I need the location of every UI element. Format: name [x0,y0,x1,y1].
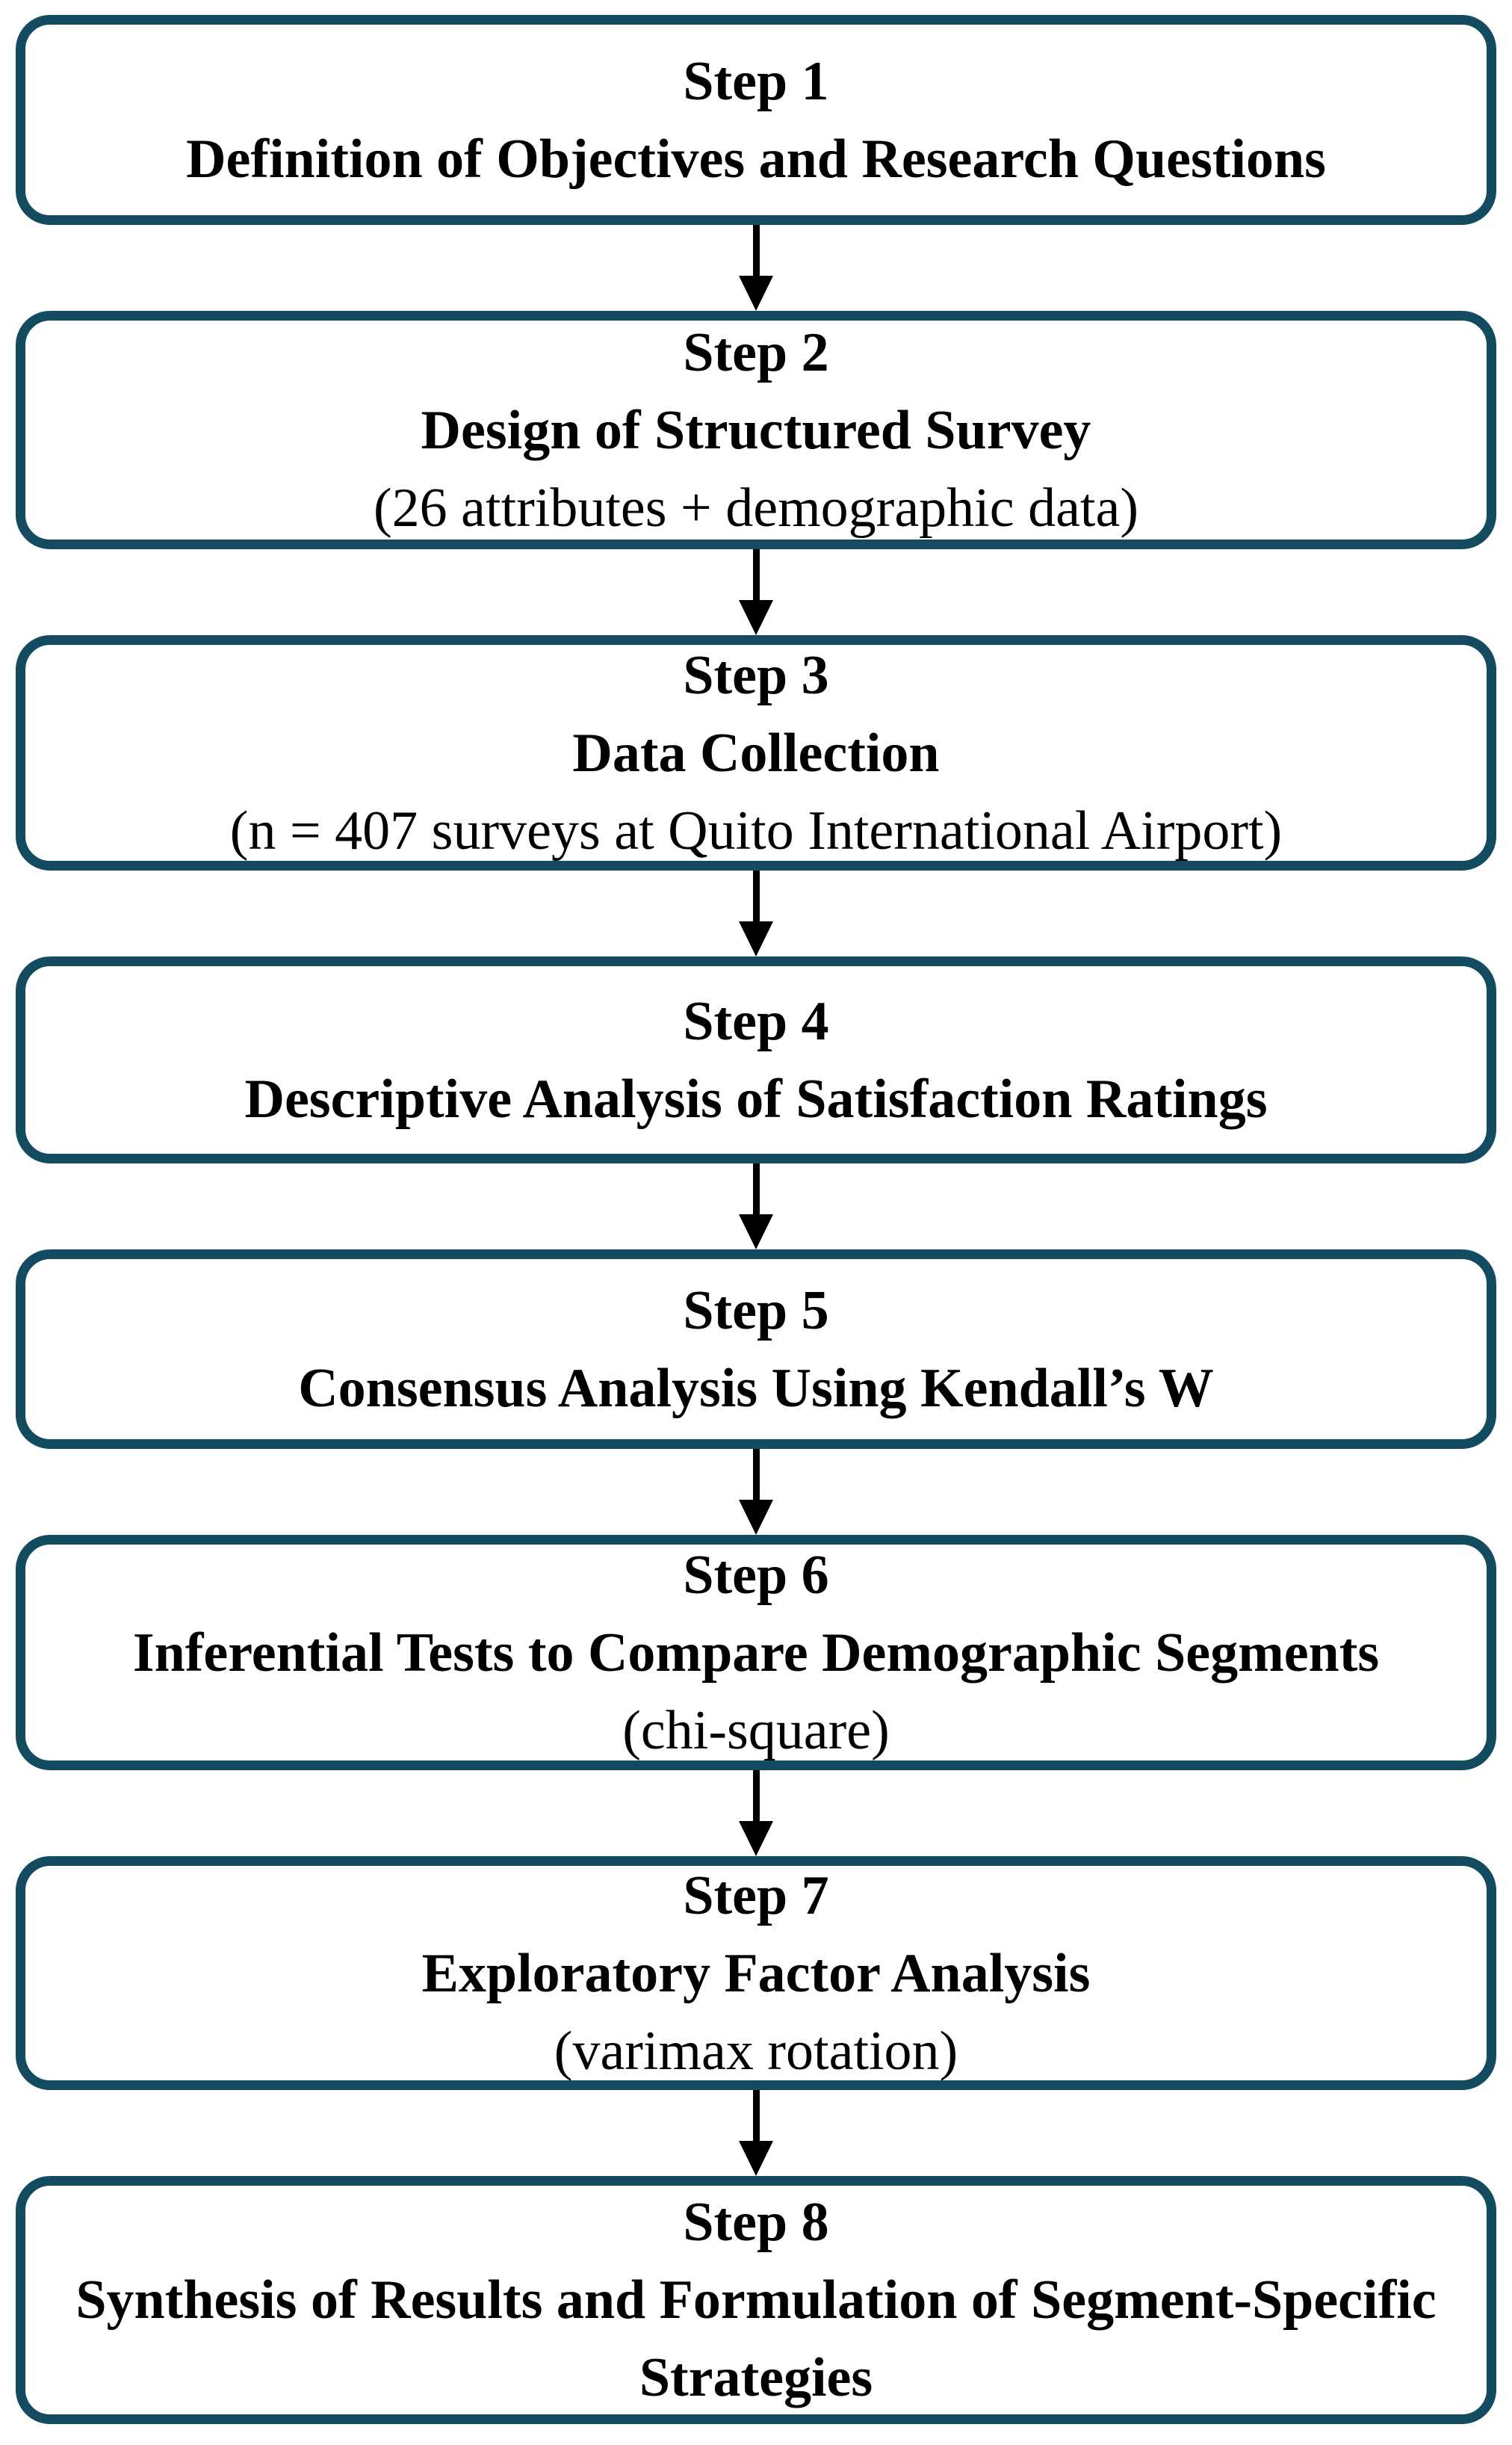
step-title: Step 3 [683,644,829,706]
step-3-box: Step 3 Data Collection (n = 407 surveys … [16,635,1496,871]
arrow-shaft [752,871,760,922]
step-1-box: Step 1 Definition of Objectives and Rese… [16,15,1496,225]
flow-arrow [739,549,773,635]
arrow-shaft [752,549,760,601]
step-note: (n = 407 surveys at Quito International … [229,800,1283,862]
arrow-shaft [752,2090,760,2142]
flow-arrow [739,225,773,311]
arrow-shaft [752,225,760,276]
step-7-box: Step 7 Exploratory Factor Analysis (vari… [16,1856,1496,2090]
step-description: Exploratory Factor Analysis [421,1942,1091,2004]
step-description: Consensus Analysis Using Kendall’s W [298,1357,1214,1419]
step-2-box: Step 2 Design of Structured Survey (26 a… [16,311,1496,549]
flow-arrow [739,871,773,956]
step-note: (varimax rotation) [554,2020,958,2082]
arrow-down-icon [739,921,773,956]
step-5-box: Step 5 Consensus Analysis Using Kendall’… [16,1249,1496,1449]
arrow-down-icon [739,1821,773,1856]
flow-arrow [739,1163,773,1249]
flow-arrow [739,1770,773,1856]
flow-arrow [739,1449,773,1535]
step-description: Definition of Objectives and Research Qu… [186,128,1326,190]
step-title: Step 2 [683,321,829,383]
step-title: Step 1 [683,50,829,112]
arrow-shaft [752,1770,760,1822]
step-description: Data Collection [572,722,940,784]
flow-arrow [739,2090,773,2176]
step-title: Step 7 [683,1864,829,1926]
arrow-shaft [752,1163,760,1215]
step-description: Inferential Tests to Compare Demographic… [132,1622,1380,1684]
arrow-down-icon [739,2141,773,2176]
arrow-shaft [752,1449,760,1500]
step-description: Descriptive Analysis of Satisfaction Rat… [244,1068,1268,1130]
step-8-box: Step 8 Synthesis of Results and Formulat… [16,2176,1496,2424]
step-description: Synthesis of Results and Formulation of … [75,2269,1437,2408]
step-note: (chi-square) [622,1699,890,1761]
step-title: Step 6 [683,1544,829,1606]
step-title: Step 5 [683,1279,829,1341]
step-note: (26 attributes + demographic data) [374,477,1138,539]
step-title: Step 4 [683,990,829,1052]
arrow-down-icon [739,1214,773,1249]
arrow-down-icon [739,600,773,635]
arrow-down-icon [739,1500,773,1535]
arrow-down-icon [739,276,773,311]
step-description: Design of Structured Survey [421,399,1091,461]
step-title: Step 8 [683,2192,829,2253]
step-6-box: Step 6 Inferential Tests to Compare Demo… [16,1535,1496,1770]
step-4-box: Step 4 Descriptive Analysis of Satisfact… [16,956,1496,1163]
